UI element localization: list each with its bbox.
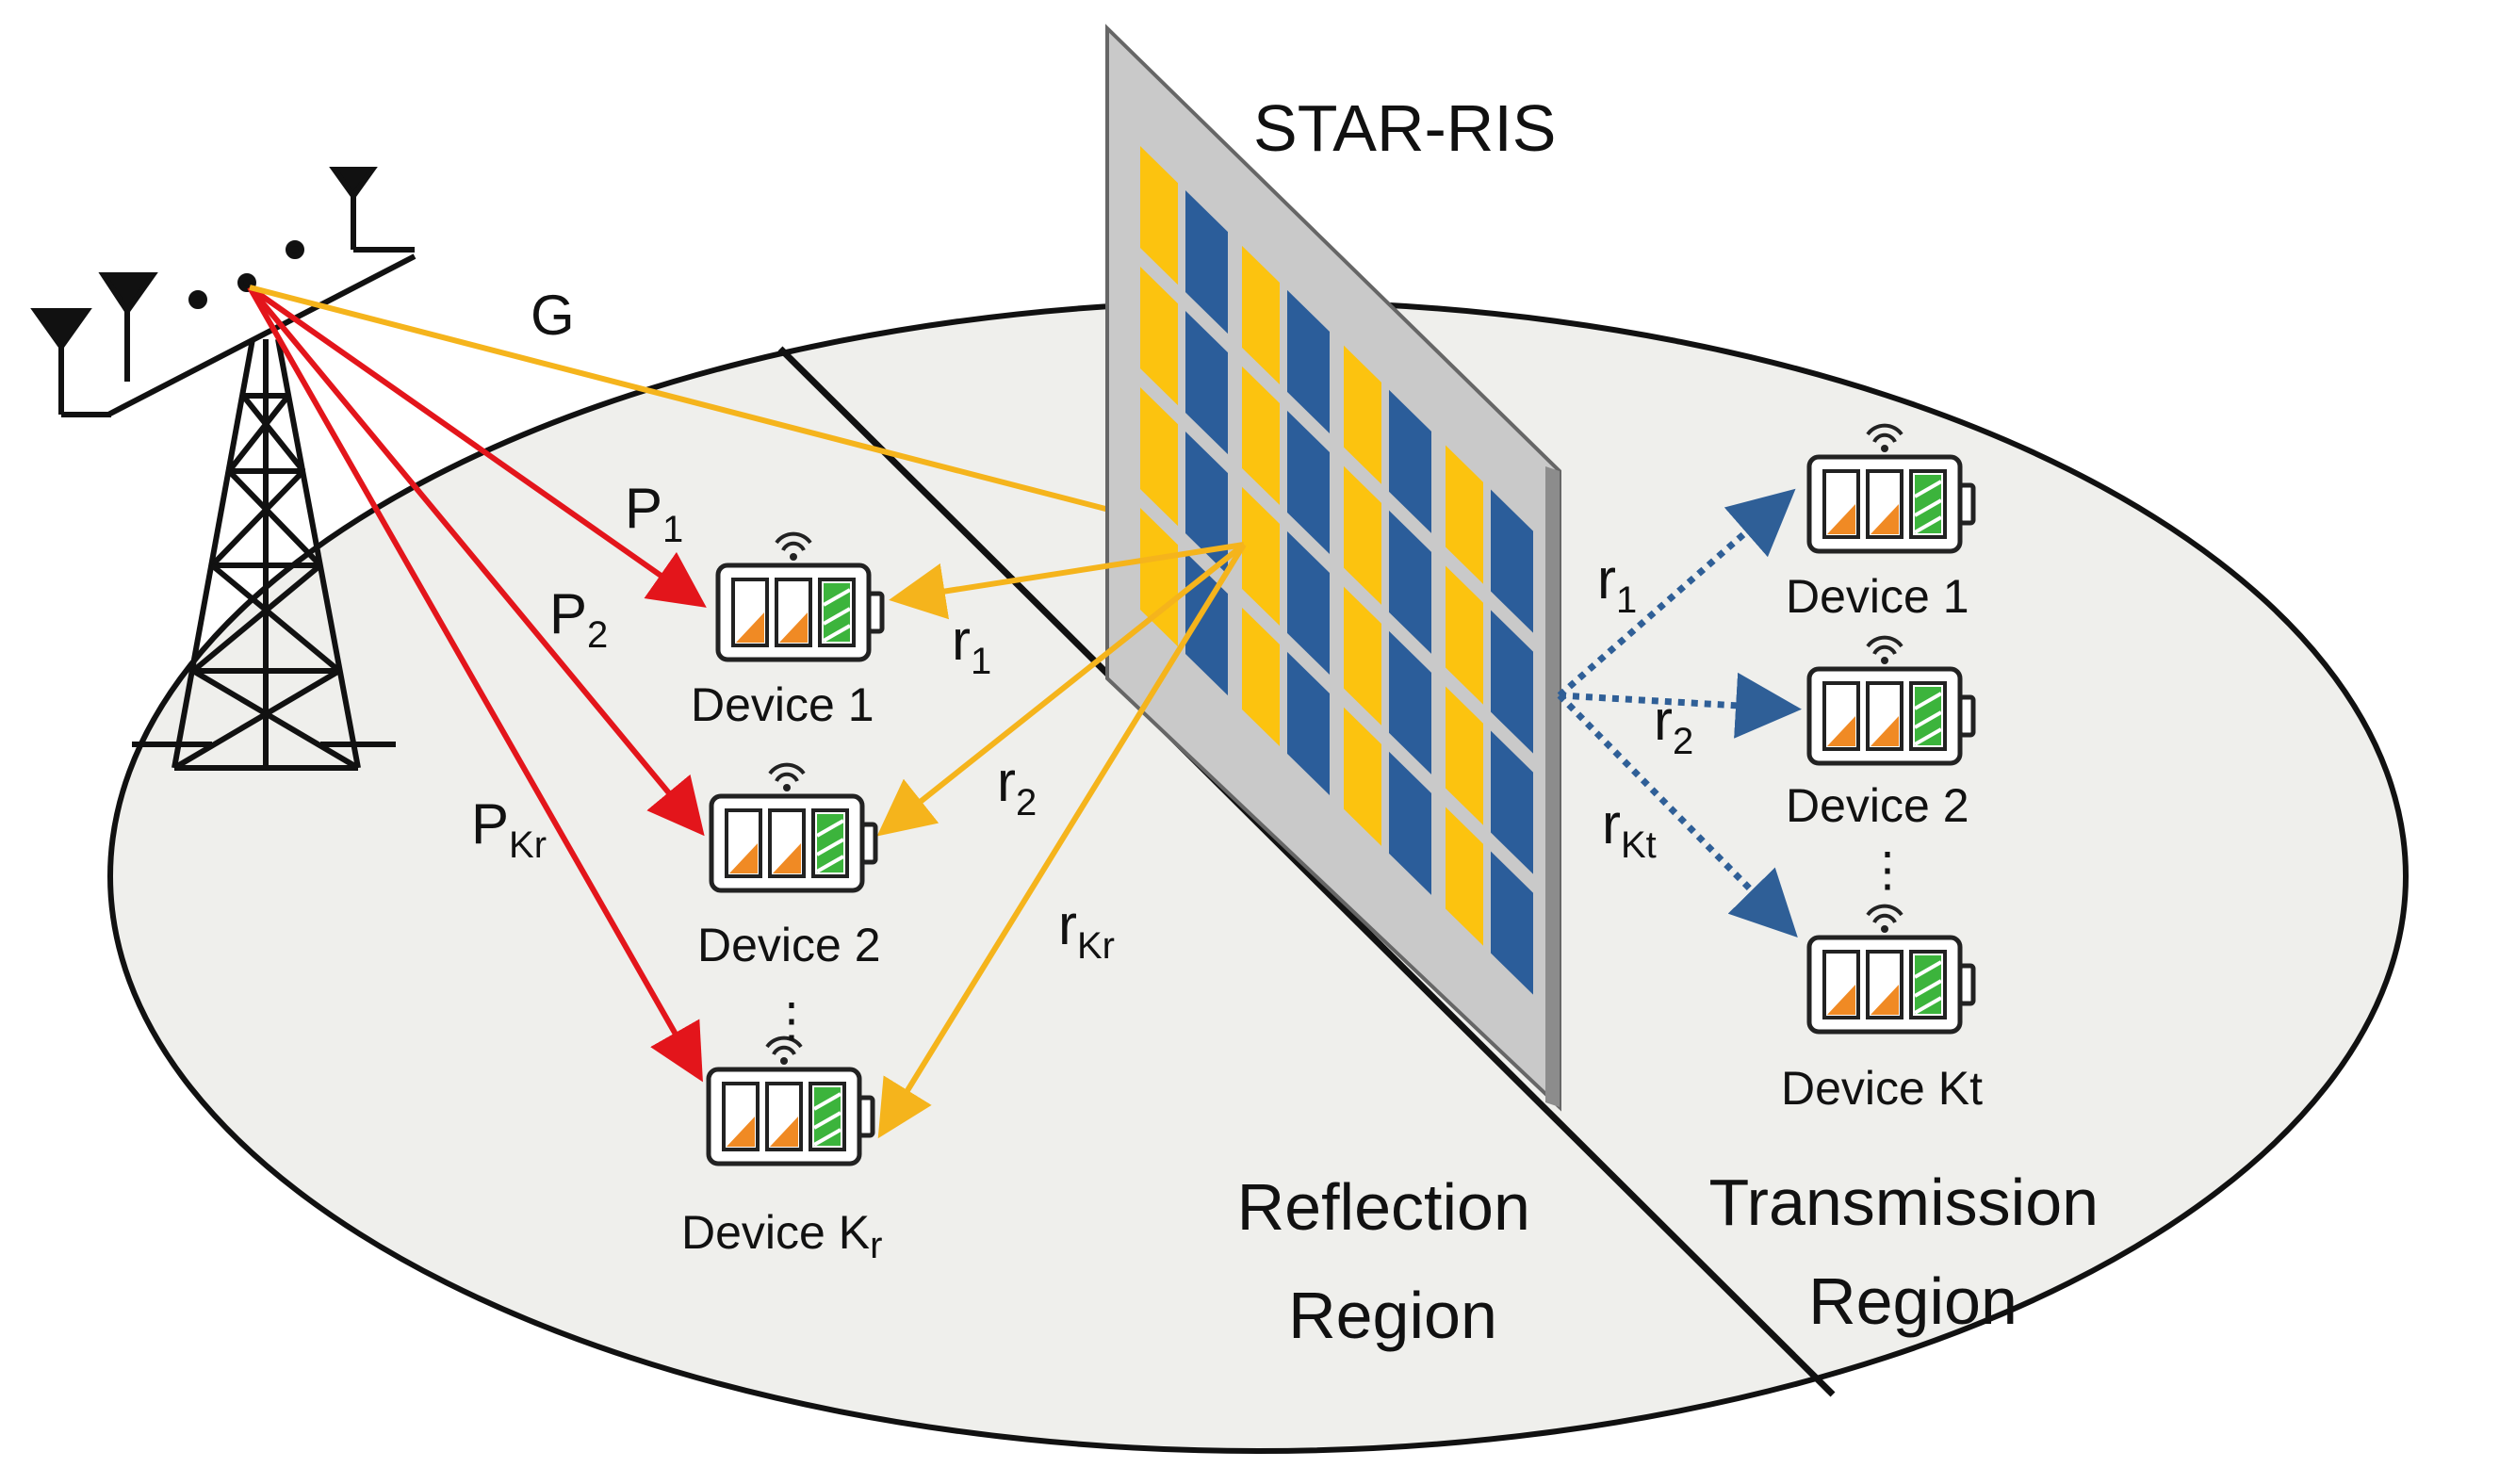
base-station-tower-icon — [30, 167, 417, 771]
direct-link-2 — [247, 285, 705, 837]
ris-element-blue — [1389, 630, 1431, 775]
ris-element-grid — [1140, 146, 1533, 995]
ris-reflection-links — [876, 542, 1247, 1139]
ris-element-yellow — [1140, 267, 1178, 406]
ris-transmit-label-kt: rKt — [1602, 792, 1657, 866]
transmission-device-label-1: Device 1 — [1786, 570, 1969, 623]
direct-link-1 — [248, 285, 707, 608]
transmission-device-label-kt: Device Kt — [1781, 1062, 1983, 1115]
ris-element-blue — [1389, 389, 1431, 533]
ris-element-blue — [1185, 432, 1228, 576]
ris-element-yellow — [1140, 387, 1178, 527]
ris-element-blue — [1185, 311, 1228, 455]
ris-element-blue — [1185, 190, 1228, 334]
ris-reflect-label-kr: rKr — [1058, 893, 1115, 967]
ris-reflect-link-2 — [876, 542, 1246, 837]
reflection-device-label-kr: Device Kr — [681, 1206, 882, 1266]
ris-transmit-label-1: r1 — [1597, 547, 1637, 621]
transmission-region-label: Transmission Region — [1708, 1166, 2116, 1338]
ris-element-yellow — [1344, 586, 1381, 726]
ris-transmit-link-kt — [1557, 693, 1798, 938]
ris-element-yellow — [1446, 445, 1483, 584]
ris-element-yellow — [1242, 245, 1280, 385]
ris-element-blue — [1491, 851, 1533, 995]
region-divider-line — [777, 346, 1836, 1397]
ris-reflect-link-kr — [877, 543, 1247, 1139]
ris-reflect-label-1: r1 — [952, 609, 991, 682]
direct-link-label-2: P2 — [549, 582, 608, 656]
ris-element-blue — [1491, 610, 1533, 754]
bs-ris-channel-label: G — [531, 284, 575, 347]
direct-links — [247, 285, 707, 1083]
ris-reflect-label-2: r2 — [997, 750, 1037, 824]
direct-link-label-kr: PKr — [471, 792, 547, 866]
ris-element-blue — [1287, 289, 1330, 433]
reflection-region-label: Reflection Region — [1237, 1170, 1549, 1352]
ris-element-yellow — [1242, 486, 1280, 627]
ris-element-yellow — [1446, 565, 1483, 705]
star-ris-panel — [1105, 24, 1561, 1112]
ris-element-blue — [1389, 751, 1431, 895]
ris-transmit-label-2: r2 — [1654, 689, 1693, 762]
ris-transmit-link-2 — [1559, 672, 1802, 739]
direct-link-label-1: P1 — [625, 477, 683, 550]
reflection-ellipsis: ⋮ — [768, 994, 815, 1047]
ris-element-yellow — [1140, 508, 1178, 647]
direct-link-kr — [247, 285, 703, 1083]
bs-ris-link-g — [249, 285, 1245, 547]
ris-transmission-links — [1557, 488, 1802, 938]
transmission-device-label-2: Device 2 — [1786, 779, 1969, 832]
ris-element-yellow — [1344, 707, 1381, 846]
ris-transmit-link-1 — [1557, 488, 1796, 698]
ris-element-blue — [1491, 730, 1533, 874]
ris-reflect-link-1 — [889, 542, 1245, 620]
reflection-device-label-1: Device 1 — [691, 678, 874, 731]
ris-element-yellow — [1344, 345, 1381, 484]
transmission-ellipsis: ⋮ — [1864, 843, 1911, 896]
ris-element-yellow — [1344, 465, 1381, 605]
ris-element-blue — [1389, 510, 1431, 654]
ris-element-yellow — [1140, 146, 1178, 285]
ris-element-blue — [1287, 410, 1330, 554]
ris-title: STAR-RIS — [1253, 91, 1557, 165]
reflection-device-label-2: Device 2 — [697, 919, 881, 971]
ris-element-yellow — [1446, 686, 1483, 825]
ris-element-yellow — [1242, 366, 1280, 506]
ris-element-yellow — [1242, 607, 1280, 747]
ris-element-blue — [1491, 489, 1533, 633]
ris-element-blue — [1287, 651, 1330, 795]
ris-element-yellow — [1446, 807, 1483, 946]
ris-element-blue — [1287, 530, 1330, 675]
